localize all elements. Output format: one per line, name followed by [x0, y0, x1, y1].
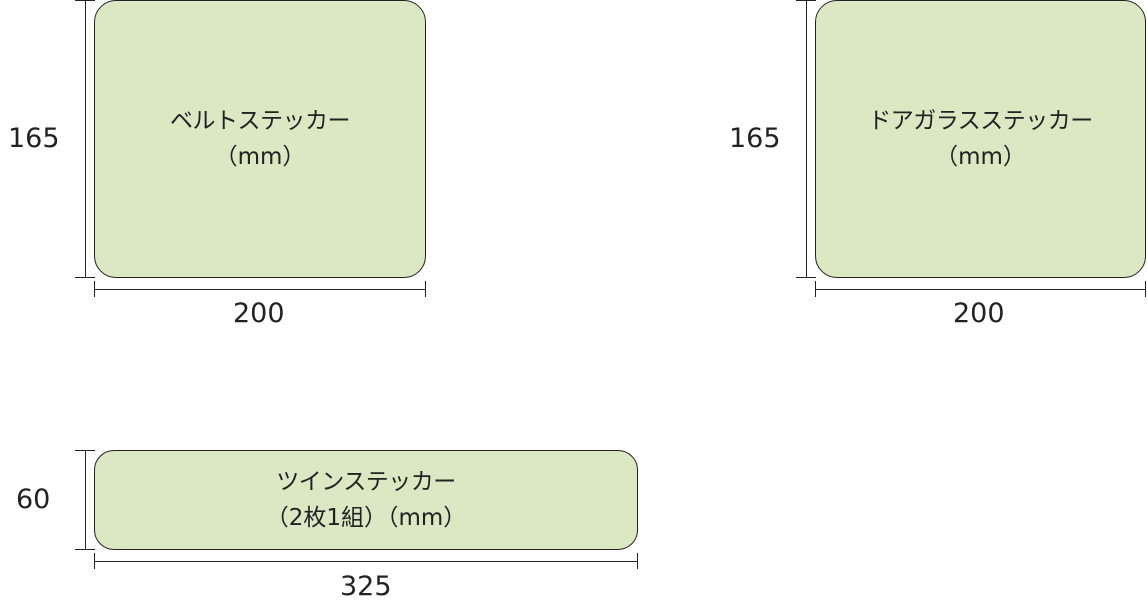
twin-sticker-name: ツインステッカー [276, 469, 456, 495]
door-glass-sticker-shape: ドアガラスステッカー （mm） [815, 0, 1146, 278]
belt-sticker-width-tick-left [94, 281, 95, 297]
door-glass-sticker-unit: （mm） [935, 144, 1026, 170]
belt-sticker-width-label: 200 [233, 298, 285, 329]
door-glass-sticker-width-tick-left [815, 281, 816, 297]
twin-sticker-width-label: 325 [340, 571, 392, 602]
twin-sticker-width-tick-right [637, 553, 638, 569]
door-glass-sticker-height-tick-top [796, 0, 816, 1]
door-glass-sticker-width-label: 200 [953, 298, 1005, 329]
door-glass-sticker-height-tick-bottom [796, 277, 816, 278]
door-glass-sticker-width-line [815, 289, 1146, 290]
door-glass-sticker-height-label: 165 [729, 123, 781, 154]
door-glass-sticker-height-line [806, 0, 807, 278]
twin-sticker-shape: ツインステッカー （2枚1組）（mm） [94, 450, 638, 550]
twin-sticker-height-tick-top [75, 450, 95, 451]
twin-sticker-unit: （2枚1組）（mm） [265, 505, 467, 531]
belt-sticker-name: ベルトステッカー [170, 108, 351, 134]
twin-sticker-width-tick-left [94, 553, 95, 569]
twin-sticker-height-label: 60 [16, 484, 51, 515]
belt-sticker-height-tick-bottom [75, 277, 95, 278]
belt-sticker-width-line [94, 289, 426, 290]
belt-sticker-shape: ベルトステッカー （mm） [94, 0, 426, 278]
belt-sticker-width-tick-right [425, 281, 426, 297]
twin-sticker-height-line [85, 450, 86, 550]
door-glass-sticker-width-tick-right [1145, 281, 1146, 297]
belt-sticker-height-line [85, 0, 86, 278]
door-glass-sticker-name: ドアガラスステッカー [868, 108, 1093, 134]
twin-sticker-width-line [94, 561, 638, 562]
belt-sticker-height-label: 165 [8, 123, 60, 154]
twin-sticker-height-tick-bottom [75, 549, 95, 550]
belt-sticker-unit: （mm） [214, 144, 306, 170]
belt-sticker-height-tick-top [75, 0, 95, 1]
